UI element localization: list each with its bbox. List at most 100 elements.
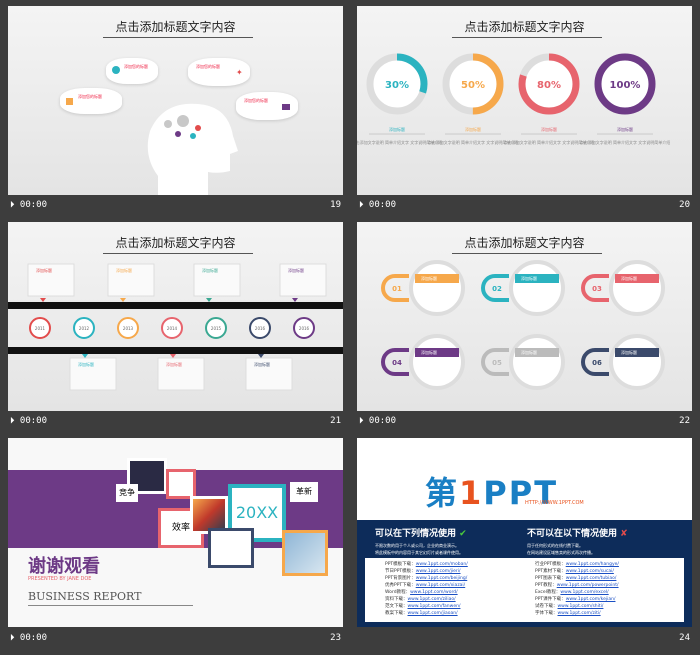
link-url[interactable]: www.1ppt.com/sucai/ <box>565 569 614 574</box>
link-row: PPT课件下载：www.1ppt.com/kejian/ <box>535 596 619 603</box>
link-url[interactable]: www.1ppt.com/word/ <box>410 590 458 595</box>
link-url[interactable]: www.1ppt.com/kejian/ <box>565 597 616 602</box>
link-url[interactable]: www.1ppt.com/ziliao/ <box>407 597 456 602</box>
title-underline <box>452 37 602 38</box>
step-circle <box>409 260 465 316</box>
slide-22-footer: ⏵ 00:00 22 <box>357 412 692 432</box>
cannot-line: 用于任何形式的在线付费下载。 <box>527 543 583 548</box>
slide-time: ⏵ 00:00 <box>10 633 48 643</box>
report-title: BUSINESS REPORT <box>28 590 142 603</box>
year-label: 2011 <box>35 326 46 331</box>
link-url[interactable]: www.1ppt.com/beijing/ <box>415 576 468 581</box>
link-url[interactable]: www.1ppt.com/powerpoint/ <box>556 583 619 588</box>
link-label: Word教程： <box>385 590 411 595</box>
link-url[interactable]: www.1ppt.com/xiazai/ <box>415 583 466 588</box>
step-header <box>515 348 559 357</box>
bubble-label: 添加您的标题 <box>124 64 148 69</box>
bar-chart-icon <box>282 104 290 110</box>
title-underline <box>452 253 602 254</box>
bubble-label: 添加您的标题 <box>196 64 220 69</box>
ring-percent: 100% <box>610 80 641 91</box>
link-url[interactable]: www.1ppt.com/jiaoan/ <box>407 611 458 616</box>
chart-icon <box>112 66 120 74</box>
links-right: 行业PPT模板：www.1ppt.com/hangye/PPT素材下载：www.… <box>535 561 619 617</box>
step-number: 05 <box>492 359 502 367</box>
tag-competition: 竞争 <box>116 484 138 502</box>
can-line: 不限次数的用于个人或公司，企业的商业演示。 <box>375 543 459 548</box>
ring-percent: 30% <box>385 80 409 91</box>
link-url[interactable]: www.1ppt.com/fanwen/ <box>407 604 461 609</box>
link-url[interactable]: www.1ppt.com/shiti/ <box>557 604 604 609</box>
step-header <box>615 348 659 357</box>
timeline-bar-top <box>8 302 343 309</box>
cannot-use-heading: 不可以在以下情况使用 ✘ <box>527 529 628 539</box>
head-illustration <box>147 103 238 195</box>
logo-one: 1 <box>459 474 484 512</box>
card-title: 添加标题 <box>78 361 94 367</box>
step-title: 添加标题 <box>521 349 537 355</box>
card-box <box>157 357 205 391</box>
step-header <box>515 274 559 283</box>
step-bracket <box>481 274 509 302</box>
step-circle <box>509 260 565 316</box>
timeline-bar-bottom <box>8 347 343 354</box>
slide-24[interactable]: 第1PPT HTTP://WWW.1PPT.COM 可以在下列情况使用 ✔ 不可… <box>357 438 692 627</box>
ring-progress <box>518 53 580 115</box>
link-url[interactable]: www.1ppt.com/moban/ <box>415 562 468 567</box>
bubble-3: 添加您的标题 <box>60 88 122 114</box>
link-row: 优秀PPT下载：www.1ppt.com/xiazai/ <box>385 582 468 589</box>
link-url[interactable]: www.1ppt.com/ziti/ <box>557 611 601 616</box>
ring-progress <box>594 53 656 115</box>
year-circle <box>161 317 183 339</box>
slide-19[interactable]: 点击添加标题文字内容 添加您的标题 添加您的标题 ✦ 添加您的标题 添加您的标题 <box>8 6 343 195</box>
bubble-4: 添加您的标题 <box>236 92 298 120</box>
card-box <box>245 357 293 391</box>
step-bracket <box>381 348 409 376</box>
timeline-card: 添加标题 <box>193 263 241 302</box>
person-icon: ✦ <box>236 68 243 77</box>
slide-number: 21 <box>330 416 341 426</box>
link-url[interactable]: www.1ppt.com/jieri/ <box>415 569 461 574</box>
slide-20[interactable]: 点击添加标题文字内容 30%添加标题点击添加文字说明 简单介绍文字 文字说明简单… <box>357 6 692 195</box>
link-url[interactable]: www.1ppt.com/hangye/ <box>565 562 619 567</box>
link-row: PPT模板下载：www.1ppt.com/moban/ <box>385 561 468 568</box>
card-marker <box>82 354 88 358</box>
cross-icon: ✘ <box>620 529 628 539</box>
slide-19-footer: ⏵ 00:00 19 <box>8 196 343 216</box>
timeline-card: 添加标题 <box>69 354 117 391</box>
slide-time: ⏵ 00:00 <box>10 200 48 210</box>
card-box <box>193 263 241 297</box>
links-box: PPT模板下载：www.1ppt.com/moban/节日PPT模板：www.1… <box>365 558 684 622</box>
step-circle <box>609 260 665 316</box>
link-label: PPT素材下载： <box>535 569 566 574</box>
year-label: 2014 <box>167 326 178 331</box>
slide-20-footer: ⏵ 00:00 20 <box>357 196 692 216</box>
slide-number: 24 <box>679 633 690 643</box>
slide-title: 点击添加标题文字内容 <box>464 236 585 250</box>
can-use-heading: 可以在下列情况使用 ✔ <box>375 529 467 539</box>
card-box <box>107 263 155 297</box>
card-title: 添加标题 <box>116 267 132 273</box>
link-row: 教案下载：www.1ppt.com/jiaoan/ <box>385 610 468 617</box>
slide-23[interactable]: 竞争 效率 20XX 革新 谢谢观看 PRESENTED BY JANE DOE… <box>8 438 343 627</box>
check-icon: ✔ <box>459 529 467 539</box>
step-header <box>415 274 459 283</box>
step-circle <box>509 334 565 390</box>
step-number: 04 <box>392 359 402 367</box>
link-url[interactable]: www.1ppt.com/excel/ <box>560 590 609 595</box>
step-number: 01 <box>392 285 402 293</box>
slide-number: 23 <box>330 633 341 643</box>
link-label: PPT课件下载： <box>535 597 566 602</box>
ring-percent: 80% <box>537 80 561 91</box>
link-url[interactable]: www.1ppt.com/tubiao/ <box>565 576 617 581</box>
slide-number: 19 <box>330 200 341 210</box>
ring-progress <box>442 53 504 115</box>
logo-url: HTTP://WWW.1PPT.COM <box>525 500 584 506</box>
slide-title: 点击添加标题文字内容 <box>464 20 585 34</box>
